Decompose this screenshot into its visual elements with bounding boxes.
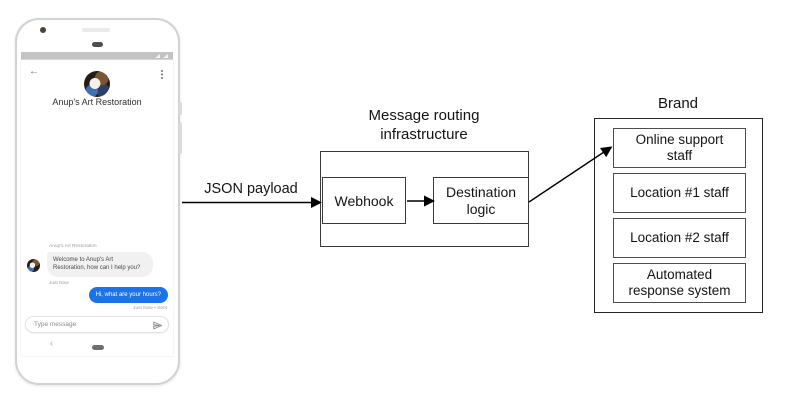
nav-back-icon[interactable]: ‹ xyxy=(50,338,53,348)
front-camera xyxy=(40,27,46,33)
phone-power-button xyxy=(179,102,182,115)
incoming-timestamp: Just Now xyxy=(49,281,69,286)
phone-screen: ← Anup's Art Restoration Anup's Art Rest… xyxy=(21,60,173,356)
location-2-staff-box: Location #2 staff xyxy=(613,218,746,258)
message-composer[interactable] xyxy=(25,316,169,333)
phone-volume-button xyxy=(179,122,182,154)
sender-label: Anup's Art Restoration xyxy=(49,244,97,249)
send-icon[interactable] xyxy=(153,321,162,330)
signal-icon xyxy=(155,54,160,58)
online-support-staff-label: Online support staff xyxy=(635,131,724,164)
automated-response-system-box: Automated response system xyxy=(613,263,746,303)
routing-infrastructure-title: Message routing infrastructure xyxy=(368,107,480,143)
wifi-icon xyxy=(163,54,168,58)
outgoing-message-bubble: Hi, what are your hours? xyxy=(88,287,168,303)
status-bar xyxy=(21,52,173,60)
nav-home-pill[interactable] xyxy=(92,345,104,350)
brand-box xyxy=(594,118,763,313)
location-1-staff-label: Location #1 staff xyxy=(630,184,729,200)
back-arrow-icon[interactable]: ← xyxy=(29,66,39,77)
brand-title: Brand xyxy=(657,95,699,112)
conversation-title: Anup's Art Restoration xyxy=(52,97,142,107)
message-input[interactable] xyxy=(34,317,149,332)
speaker-grille xyxy=(92,42,103,47)
location-1-staff-box: Location #1 staff xyxy=(613,173,746,213)
earpiece-slot xyxy=(82,28,110,32)
location-2-staff-label: Location #2 staff xyxy=(630,229,729,245)
brand-avatar xyxy=(84,71,110,97)
destination-logic-box: Destination logic xyxy=(433,177,529,224)
more-options-icon[interactable] xyxy=(161,70,163,72)
online-support-staff-box: Online support staff xyxy=(613,128,746,168)
automated-response-system-label: Automated response system xyxy=(628,266,731,299)
phone-mockup: ← Anup's Art Restoration Anup's Art Rest… xyxy=(15,18,182,385)
incoming-message-bubble: Welcome to Anup's Art Restoration, how c… xyxy=(47,252,153,277)
sender-avatar xyxy=(27,259,40,272)
outgoing-timestamp: Just Now • Sent xyxy=(133,306,167,311)
destination-logic-label: Destination logic xyxy=(445,183,517,217)
arrow-destination-to-brand xyxy=(528,146,613,203)
json-payload-label: JSON payload xyxy=(204,181,298,197)
webhook-box: Webhook xyxy=(322,177,406,224)
